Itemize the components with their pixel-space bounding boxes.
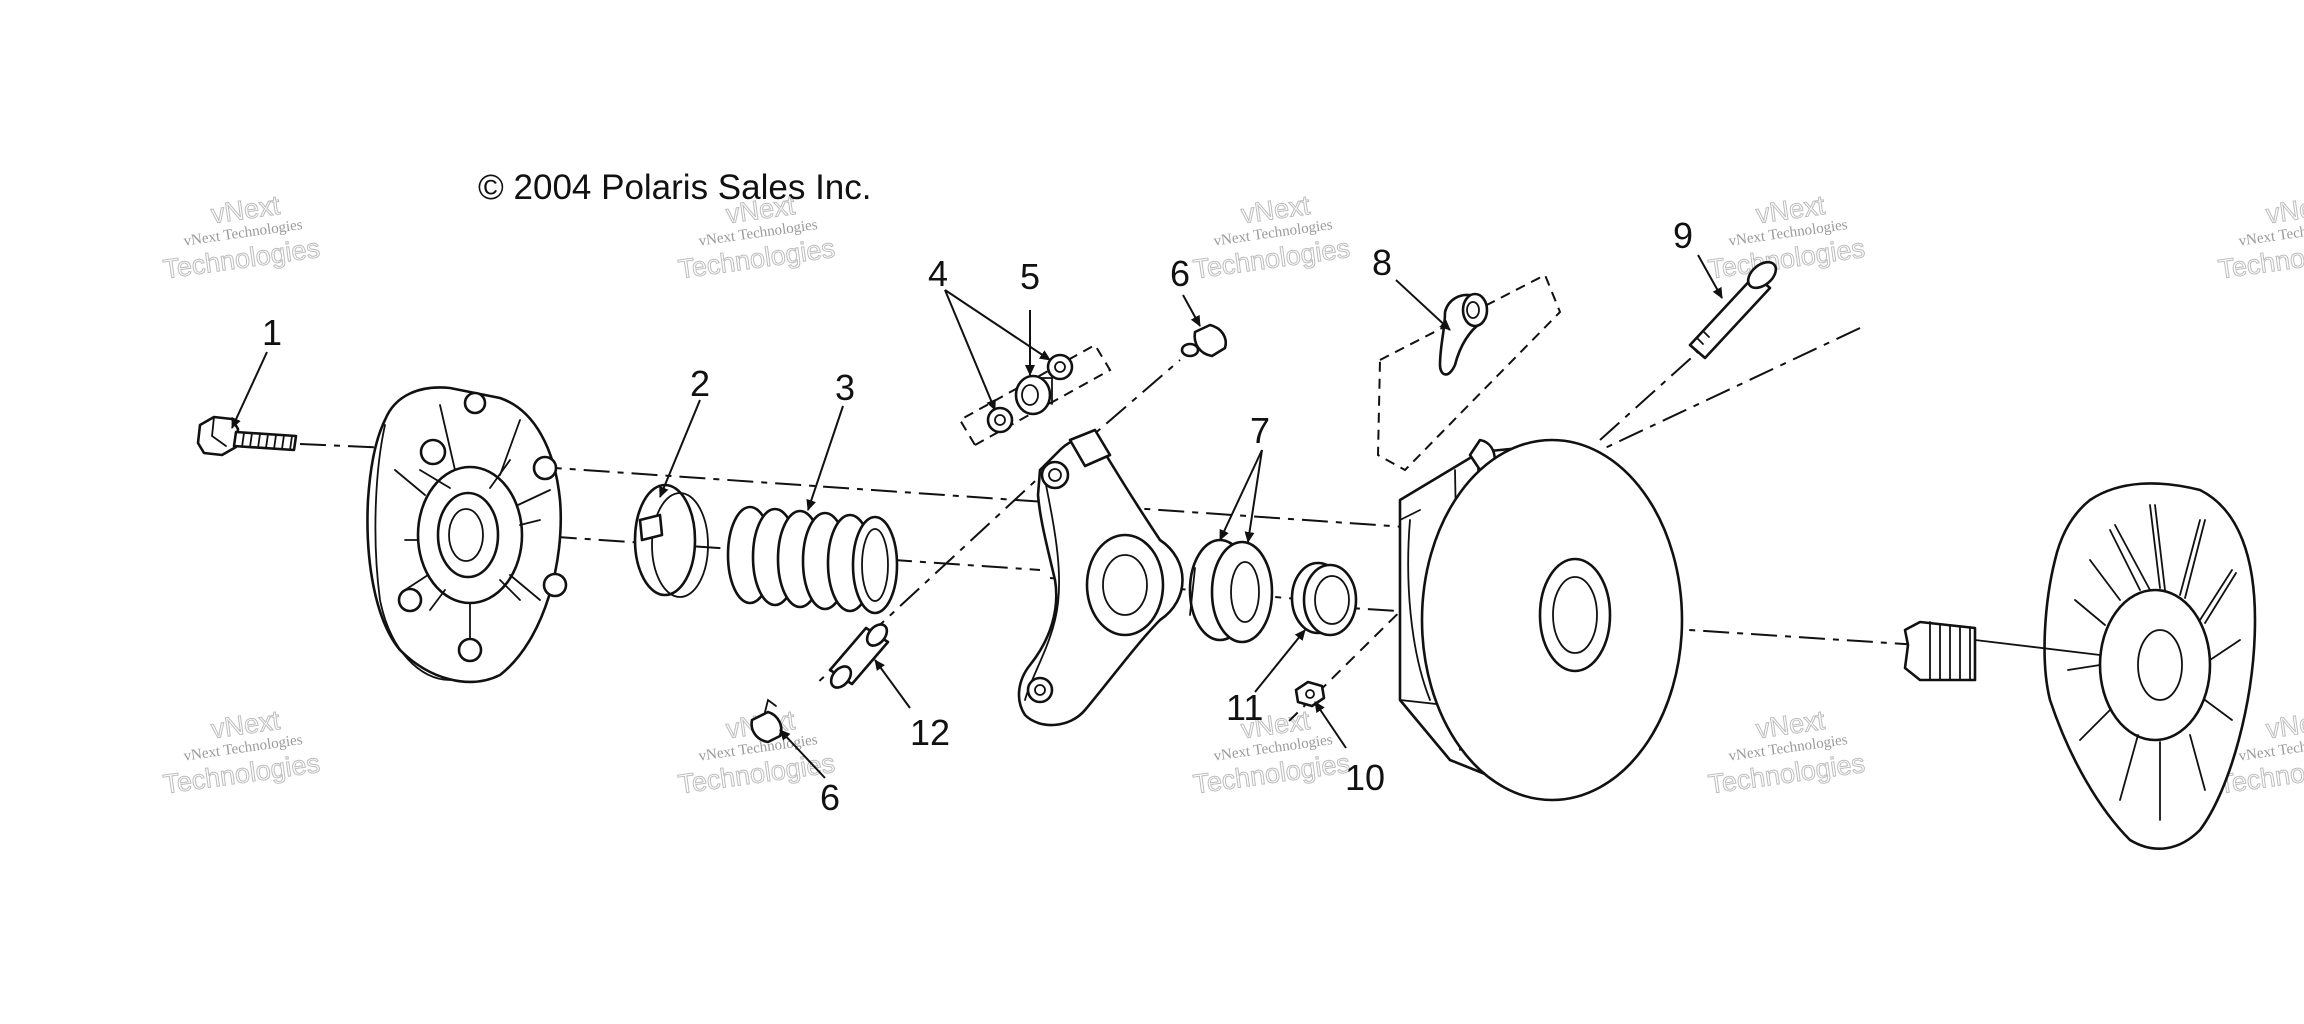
part-3-spring — [726, 505, 899, 615]
callout-10: 10 — [1345, 757, 1385, 798]
watermark: vNext vNext Technologies Technologies — [1191, 190, 1352, 286]
callout-9: 9 — [1673, 215, 1693, 256]
part-9-pin — [1688, 260, 1778, 360]
callout-8: 8 — [1372, 242, 1392, 283]
callout-11: 11 — [1226, 687, 1263, 728]
callout-5: 5 — [1020, 256, 1040, 297]
callout-3: 3 — [835, 367, 855, 408]
part-1-bolt — [196, 415, 298, 457]
callout-numbers: 1 2 3 4 5 6 6 7 8 9 10 11 12 — [262, 215, 1693, 818]
callout-6-upper: 6 — [1170, 253, 1190, 294]
watermark: vNext vNext Technologies Technologies — [1706, 705, 1867, 801]
watermark: vNext vNext Technologies Technologies — [1191, 705, 1352, 801]
part-7-rollers — [1188, 538, 1274, 644]
watermark: vNext vNext Technologies Technologies — [2216, 190, 2304, 286]
moveable-sheave — [1398, 438, 1684, 802]
watermark: vNext vNext Technologies Technologies — [1706, 190, 1867, 286]
callout-1: 1 — [262, 312, 282, 353]
callout-12: 12 — [910, 712, 950, 753]
parts-4-5-detail-box — [958, 343, 1112, 447]
callout-7: 7 — [1250, 410, 1270, 451]
copyright-notice: © 2004 Polaris Sales Inc. — [478, 168, 872, 207]
fixed-sheave — [1903, 482, 2257, 851]
callout-4: 4 — [928, 253, 948, 294]
watermark: vNext vNext Technologies Technologies — [676, 190, 837, 286]
part-2-ring — [633, 483, 709, 598]
part-10-nut — [1294, 680, 1326, 708]
watermark: vNext vNext Technologies Technologies — [161, 190, 322, 286]
callout-2: 2 — [690, 363, 710, 404]
part-6-button-lower — [750, 698, 783, 744]
part-11-bushing — [1290, 561, 1358, 637]
clutch-cover — [366, 386, 568, 684]
watermark: vNext vNext Technologies Technologies — [161, 705, 322, 801]
leader-lines — [231, 254, 1723, 779]
svg-text:vNext: vNext — [2264, 190, 2304, 229]
part-6-button-upper — [1180, 323, 1228, 358]
svg-text:vNext: vNext — [2264, 705, 2304, 744]
callout-6-lower: 6 — [820, 777, 840, 818]
part-8-weight — [1376, 273, 1562, 472]
part-12-pin — [828, 623, 890, 689]
clutch-spider — [1017, 428, 1184, 727]
watermark: vNext vNext Technologies Technologies — [676, 705, 837, 801]
